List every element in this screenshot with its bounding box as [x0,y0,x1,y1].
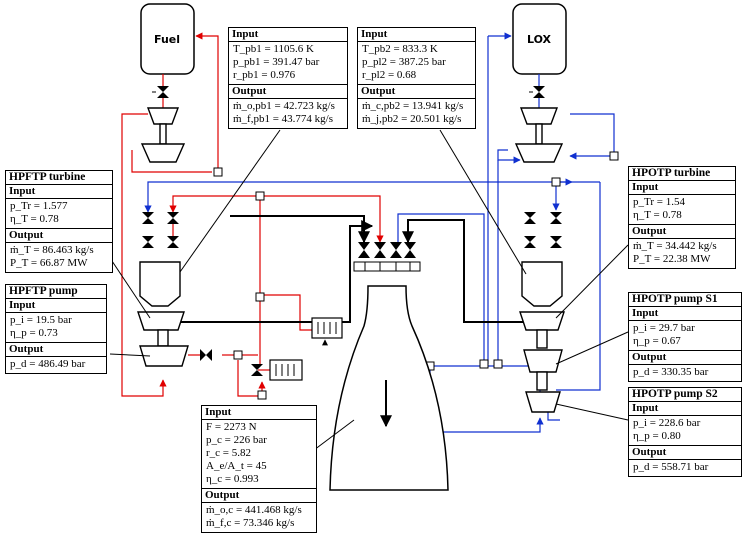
heat-exchanger-1 [311,317,343,339]
hpotp-pump-s1-output-label: Output [629,351,741,365]
preburner1-input-label: Input [229,28,347,42]
preburner1-input: p_pb1 = 391.47 bar [233,56,320,68]
preburner1-output: ṁ_f,pb1 = 43.774 kg/s [233,113,334,125]
preburner1-input: r_pb1 = 0.976 [233,69,296,81]
chamber-input: F = 2273 N [206,421,257,433]
hpftp-turbine-input-label: Input [6,185,112,199]
hpftp-turbine [137,311,185,331]
hpotp-pump-s1 [523,349,563,373]
hpftp-pump-input: η_p = 0.73 [10,327,58,339]
hpftp-turbine-input: η_T = 0.78 [10,213,59,225]
hpotp-pump-s1-title: HPOTP pump S1 [629,293,741,307]
lox-tank-label: LOX [527,33,552,46]
preburner2-input: r_pl2 = 0.68 [362,69,417,81]
hpftp-shaft [157,329,169,347]
hpftp-preburner [139,261,181,307]
chamber-input: A_e/A_t = 45 [206,460,267,472]
hpotp-turbine [519,311,565,331]
preburner2-output: ṁ_c,pb2 = 13.941 kg/s [362,100,464,112]
hpotp-turbine-output: P_T = 22.38 MW [633,253,711,265]
hpftp-turbine-output: ṁ_T = 86.463 kg/s [10,244,94,256]
chamber-output-label: Output [202,489,316,503]
chamber-input-label: Input [202,406,316,420]
hpftp-pump-output: p_d = 486.49 bar [10,358,86,370]
lpotp-pump [519,107,559,125]
oxidizer-lines [144,32,615,433]
preburner2-input: p_pl2 = 387.25 bar [362,56,446,68]
lpftp-shaft [159,123,167,145]
preburner1-output-label: Output [229,85,347,99]
preburner2-output-label: Output [358,85,475,99]
chamber-output: ṁ_f,c = 73.346 kg/s [206,517,295,529]
hpotp-pump-s2-output: p_d = 558.71 bar [633,461,709,473]
hpftp-pump-input: p_i = 19.5 bar [10,314,72,326]
hpotp-pump-s2-title: HPOTP pump S2 [629,388,741,402]
lpftp-pump [146,107,180,125]
hpotp-turbine-input: p_Tr = 1.54 [633,196,685,208]
lpftp-turbine [140,143,186,163]
hpftp-pump-box: HPFTP pump Input p_i = 19.5 bar η_p = 0.… [5,284,107,374]
hpotp-turbine-title: HPOTP turbine [629,167,735,181]
fuel-tank: Fuel [140,3,195,75]
chamber-output: ṁ_o,c = 441.468 kg/s [206,504,302,516]
hpftp-pump [139,345,189,367]
hpotp-pump-s1-input: p_i = 29.7 bar [633,322,695,334]
preburner2-output: ṁ_j,pb2 = 20.501 kg/s [362,113,462,125]
thrust-chamber [329,285,449,491]
hpotp-shaft [536,329,548,349]
hpotp-turbine-input-label: Input [629,181,735,195]
hpftp-turbine-title: HPFTP turbine [6,171,112,185]
chamber-input: η_c = 0.993 [206,473,259,485]
preburner2-input: T_pb2 = 833.3 K [362,43,438,55]
hpotp-turbine-box: HPOTP turbine Input p_Tr = 1.54 η_T = 0.… [628,166,736,269]
hpotp-pump-s1-output: p_d = 330.35 bar [633,366,709,378]
preburner1-box: Input T_pb1 = 1105.6 K p_pb1 = 391.47 ba… [228,27,348,129]
hpotp-turbine-output-label: Output [629,225,735,239]
hpotp-pump-s1-input-label: Input [629,307,741,321]
hpotp-pump-s2-output-label: Output [629,446,741,460]
junction-nodes [213,151,619,400]
hpftp-turbine-box: HPFTP turbine Input p_Tr = 1.577 η_T = 0… [5,170,113,273]
hpotp-pump-s2 [525,391,561,413]
hpftp-pump-title: HPFTP pump [6,285,106,299]
hpotp-pump-s2-box: HPOTP pump S2 Input p_i = 228.6 bar η_p … [628,387,742,477]
hpftp-turbine-output-label: Output [6,229,112,243]
preburner2-input-label: Input [358,28,475,42]
lpotp-turbine [514,143,564,163]
hpotp-preburner [521,261,563,307]
chamber-box: Input F = 2273 N p_c = 226 bar r_c = 5.8… [201,405,317,533]
valves [142,86,562,376]
chamber-input: r_c = 5.82 [206,447,251,459]
hpftp-pump-output-label: Output [6,343,106,357]
lpotp-shaft [535,123,543,145]
hpotp-turbine-input: η_T = 0.78 [633,209,682,221]
chamber-input: p_c = 226 bar [206,434,267,446]
hpotp-shaft-2 [536,371,548,391]
hpftp-turbine-input: p_Tr = 1.577 [10,200,68,212]
leader-lines [109,129,629,451]
lox-tank: LOX [512,3,567,75]
preburner2-box: Input T_pb2 = 833.3 K p_pl2 = 387.25 bar… [357,27,476,129]
hpotp-pump-s1-input: η_p = 0.67 [633,335,681,347]
hot-gas-lines [176,215,524,323]
fuel-tank-label: Fuel [154,33,180,46]
injector-valves [353,242,421,272]
preburner1-input: T_pb1 = 1105.6 K [233,43,314,55]
hpotp-turbine-output: ṁ_T = 34.442 kg/s [633,240,717,252]
hpftp-pump-input-label: Input [6,299,106,313]
fuel-lines [121,32,384,397]
hpftp-turbine-output: P_T = 66.87 MW [10,257,88,269]
hpotp-pump-s2-input: η_p = 0.80 [633,430,681,442]
preburner1-output: ṁ_o,pb1 = 42.723 kg/s [233,100,335,112]
hpotp-pump-s2-input-label: Input [629,402,741,416]
hpotp-pump-s1-box: HPOTP pump S1 Input p_i = 29.7 bar η_p =… [628,292,742,382]
hpotp-pump-s2-input: p_i = 228.6 bar [633,417,701,429]
heat-exchanger-2 [269,359,303,381]
